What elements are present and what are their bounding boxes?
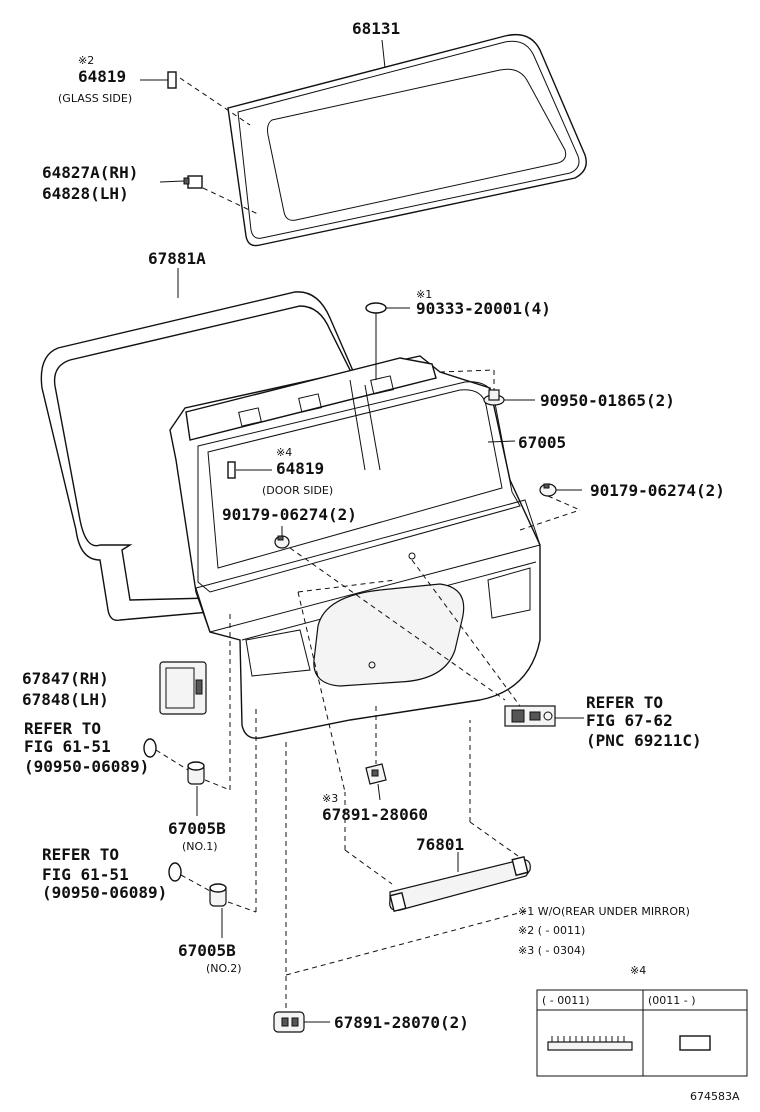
label-67005B-1: 67005B xyxy=(168,819,226,838)
label-68131: 68131 xyxy=(352,19,400,38)
label-no1: (NO.1) xyxy=(182,840,218,853)
label-refer-c3: (90950-06089) xyxy=(42,883,167,902)
door-lock-assembly xyxy=(504,705,556,727)
label-64828: 64828(LH) xyxy=(42,184,129,203)
refer-part-1 xyxy=(143,738,157,758)
weatherstrip-67881A xyxy=(40,291,371,621)
label-no2: (NO.2) xyxy=(206,962,242,975)
label-90333: 90333-20001(4) xyxy=(416,299,551,318)
label-glass-side: (GLASS SIDE) xyxy=(58,92,132,105)
label-64819-glass: 64819 xyxy=(78,67,126,86)
label-note4: ※4 xyxy=(276,446,292,459)
label-refer-a2: REFER TO xyxy=(24,719,101,738)
label-67005: 67005 xyxy=(518,433,566,452)
door-spacer-64819 xyxy=(227,461,236,479)
footnote-1: ※1 W/O(REAR UNDER MIRROR) xyxy=(518,905,690,918)
clip-67891-28070 xyxy=(273,1011,305,1033)
label-67848: 67848(LH) xyxy=(22,690,109,709)
spacer-variant-a xyxy=(547,1036,633,1051)
table-col-2: (0011 - ) xyxy=(648,994,696,1007)
clip-90333 xyxy=(365,302,387,314)
clip-67891-28060 xyxy=(365,763,387,785)
nut-90179-left xyxy=(274,535,290,549)
label-refer-b1: FIG 67-62 xyxy=(586,711,673,730)
label-refer-c1: (PNC 69211C) xyxy=(586,731,702,750)
label-67005B-2: 67005B xyxy=(178,941,236,960)
cushion-67005B-no2 xyxy=(209,883,227,907)
label-note3: ※3 xyxy=(322,792,338,805)
label-door-side: (DOOR SIDE) xyxy=(262,484,333,497)
stopper-64827 xyxy=(183,175,203,189)
back-door-panel-67005 xyxy=(169,355,541,739)
label-67891-28060: 67891-28060 xyxy=(322,805,428,824)
label-64819-door: 64819 xyxy=(276,459,324,478)
label-64827: 64827A(RH) xyxy=(42,163,138,182)
cushion-67005B-no1 xyxy=(187,761,205,785)
nut-90179-right xyxy=(539,483,557,497)
label-refer-a1: REFER TO xyxy=(586,693,663,712)
variant-table: ( - 0011) (0011 - ) xyxy=(536,989,748,1077)
label-67891-28070: 67891-28070(2) xyxy=(334,1013,469,1032)
garnish-76801 xyxy=(389,855,531,913)
label-refer-b3: FIG 61-51 xyxy=(42,865,129,884)
label-refer-c2: (90950-06089) xyxy=(24,757,149,776)
leader-67005 xyxy=(487,440,516,443)
glass-spacer-64819 xyxy=(167,71,177,89)
label-90950-01865: 90950-01865(2) xyxy=(540,391,675,410)
footnote-2: ※2 ( - 0011) xyxy=(518,924,585,937)
label-refer-a3: REFER TO xyxy=(42,845,119,864)
drawing-id: 674583A xyxy=(690,1090,740,1103)
label-76801: 76801 xyxy=(416,835,464,854)
back-door-glass xyxy=(227,33,587,247)
leader-68131 xyxy=(381,39,386,69)
label-90179-right: 90179-06274(2) xyxy=(590,481,725,500)
cover-67847 xyxy=(159,661,207,715)
label-refer-b2: FIG 61-51 xyxy=(24,737,111,756)
label-note2: ※2 xyxy=(78,54,94,67)
label-67847: 67847(RH) xyxy=(22,669,109,688)
label-note1: ※1 xyxy=(416,288,432,301)
table-col-1: ( - 0011) xyxy=(542,994,590,1007)
footnote-3: ※3 ( - 0304) xyxy=(518,944,585,957)
label-67881A: 67881A xyxy=(148,249,206,268)
spacer-variant-b xyxy=(679,1035,711,1051)
refer-part-2 xyxy=(168,862,182,882)
footnote-4-mark: ※4 xyxy=(630,964,646,977)
label-90179-left: 90179-06274(2) xyxy=(222,505,357,524)
